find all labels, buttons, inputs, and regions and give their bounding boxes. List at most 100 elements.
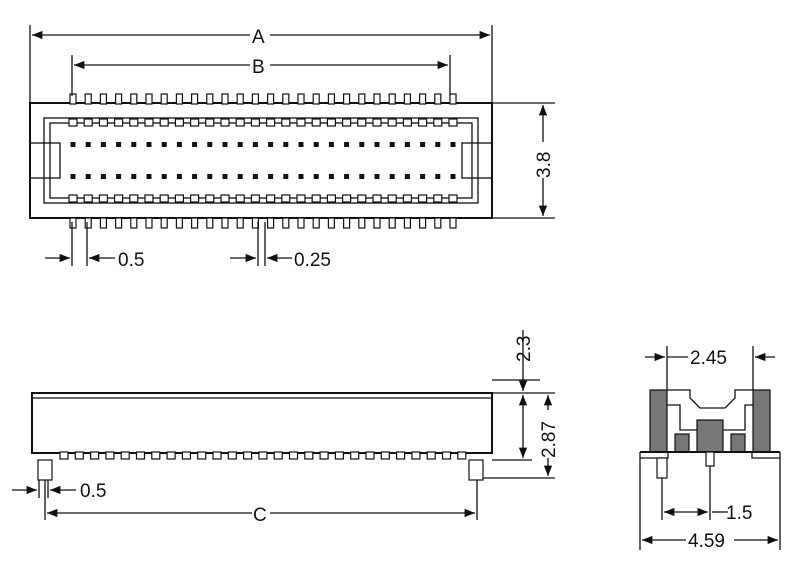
contact-pad-outer	[205, 118, 215, 127]
contact-pad-outer	[357, 194, 367, 203]
side-view: 2.3 2.87 0.5 C	[12, 330, 560, 526]
lower-pin	[403, 217, 411, 229]
top-view: A B 3.8 0.5 0.25	[29, 25, 555, 271]
side-pin	[151, 451, 161, 460]
contact-pad-outer	[174, 194, 184, 203]
lower-pin	[99, 217, 108, 229]
contact-pad	[344, 142, 350, 147]
end-inner-body	[667, 389, 753, 409]
lower-pin	[343, 217, 351, 229]
contact-pad	[328, 174, 334, 179]
lower-pin	[84, 217, 92, 229]
upper-pin	[69, 93, 77, 105]
contact-pad	[359, 174, 365, 179]
contact-pad-outer	[235, 194, 245, 203]
contact-pad-outer	[113, 118, 124, 127]
side-pin	[441, 451, 452, 460]
contact-pad-outer	[174, 118, 184, 127]
end-contact-left	[674, 433, 690, 453]
lower-pin	[114, 217, 123, 229]
height-total-label: 2.3	[514, 336, 535, 362]
side-pin	[243, 451, 253, 460]
contact-pad	[435, 142, 441, 147]
lower-pin	[312, 217, 320, 229]
contact-pad	[313, 174, 319, 179]
contact-pad-outer	[250, 118, 260, 127]
contact-pad	[161, 174, 167, 179]
contact-pad	[298, 142, 304, 147]
contact-pad-outer	[266, 118, 276, 127]
contact-pad-outer	[311, 118, 321, 127]
contact-pad-outer	[266, 194, 276, 203]
lower-pin	[419, 217, 427, 229]
contact-pad	[237, 142, 243, 147]
pad-rows	[68, 118, 458, 203]
end-pin-label: 1.5	[726, 503, 752, 524]
contact-pad	[450, 174, 456, 179]
contact-pad-outer	[129, 194, 139, 203]
contact-pad	[146, 142, 152, 147]
contact-pad	[420, 174, 426, 179]
contact-pad	[252, 142, 258, 147]
side-pin	[288, 451, 299, 460]
contact-pad-outer	[372, 194, 382, 203]
contact-pad-outer	[129, 118, 139, 127]
lower-pin	[449, 217, 457, 229]
contact-pad-outer	[387, 194, 397, 203]
contact-pad	[116, 174, 122, 179]
side-pin-row	[59, 451, 467, 460]
contact-pad-outer	[98, 118, 109, 127]
upper-pin	[434, 93, 442, 105]
side-pin	[396, 451, 406, 460]
top-view-inner-frame-2	[49, 122, 473, 199]
height-body-label: 2.87	[539, 421, 560, 458]
upper-pin	[175, 93, 183, 105]
contact-pad-outer	[250, 194, 260, 203]
end-contact-right	[730, 433, 746, 453]
contact-pad-outer	[144, 194, 154, 203]
side-pin	[89, 451, 100, 460]
contact-pad-outer	[83, 194, 93, 203]
contact-pad-outer	[402, 194, 412, 203]
side-view-body	[31, 392, 493, 454]
contact-pad	[313, 142, 319, 147]
lower-pin	[282, 217, 290, 229]
end-right-leg	[705, 451, 715, 467]
contact-pad-outer	[448, 194, 458, 203]
end-right-wall	[752, 389, 771, 453]
contact-pad-outer	[220, 194, 230, 203]
contact-pad	[207, 142, 213, 147]
upper-pin	[84, 93, 92, 105]
upper-pin	[358, 93, 366, 105]
contact-pad-outer	[326, 194, 336, 203]
upper-pin	[191, 93, 199, 105]
contact-pad	[237, 174, 243, 179]
contact-pad	[100, 142, 106, 147]
contact-pad	[222, 142, 228, 147]
top-view-inner-frame	[43, 117, 479, 204]
upper-pin	[419, 93, 427, 105]
upper-pin	[130, 93, 138, 105]
contact-pad	[222, 174, 228, 179]
contact-pad	[100, 174, 106, 179]
contact-pad	[374, 174, 380, 179]
upper-pin	[236, 93, 244, 105]
side-pin	[227, 451, 237, 460]
lower-pin	[221, 217, 229, 229]
upper-pin	[312, 93, 320, 105]
upper-pin	[267, 93, 275, 105]
contact-pad-outer	[433, 118, 443, 127]
lower-pin	[388, 217, 396, 229]
upper-pin	[373, 93, 381, 105]
contact-pad	[131, 174, 137, 179]
side-pin	[197, 451, 207, 460]
upper-pin	[388, 93, 396, 105]
upper-pin	[297, 93, 305, 105]
contact-pad	[176, 142, 182, 147]
contact-pad	[192, 174, 198, 179]
side-right-foot	[468, 459, 484, 481]
lower-pin	[297, 217, 305, 229]
dim-width-label: 3.8	[534, 152, 555, 178]
contact-pad-outer	[281, 118, 291, 127]
